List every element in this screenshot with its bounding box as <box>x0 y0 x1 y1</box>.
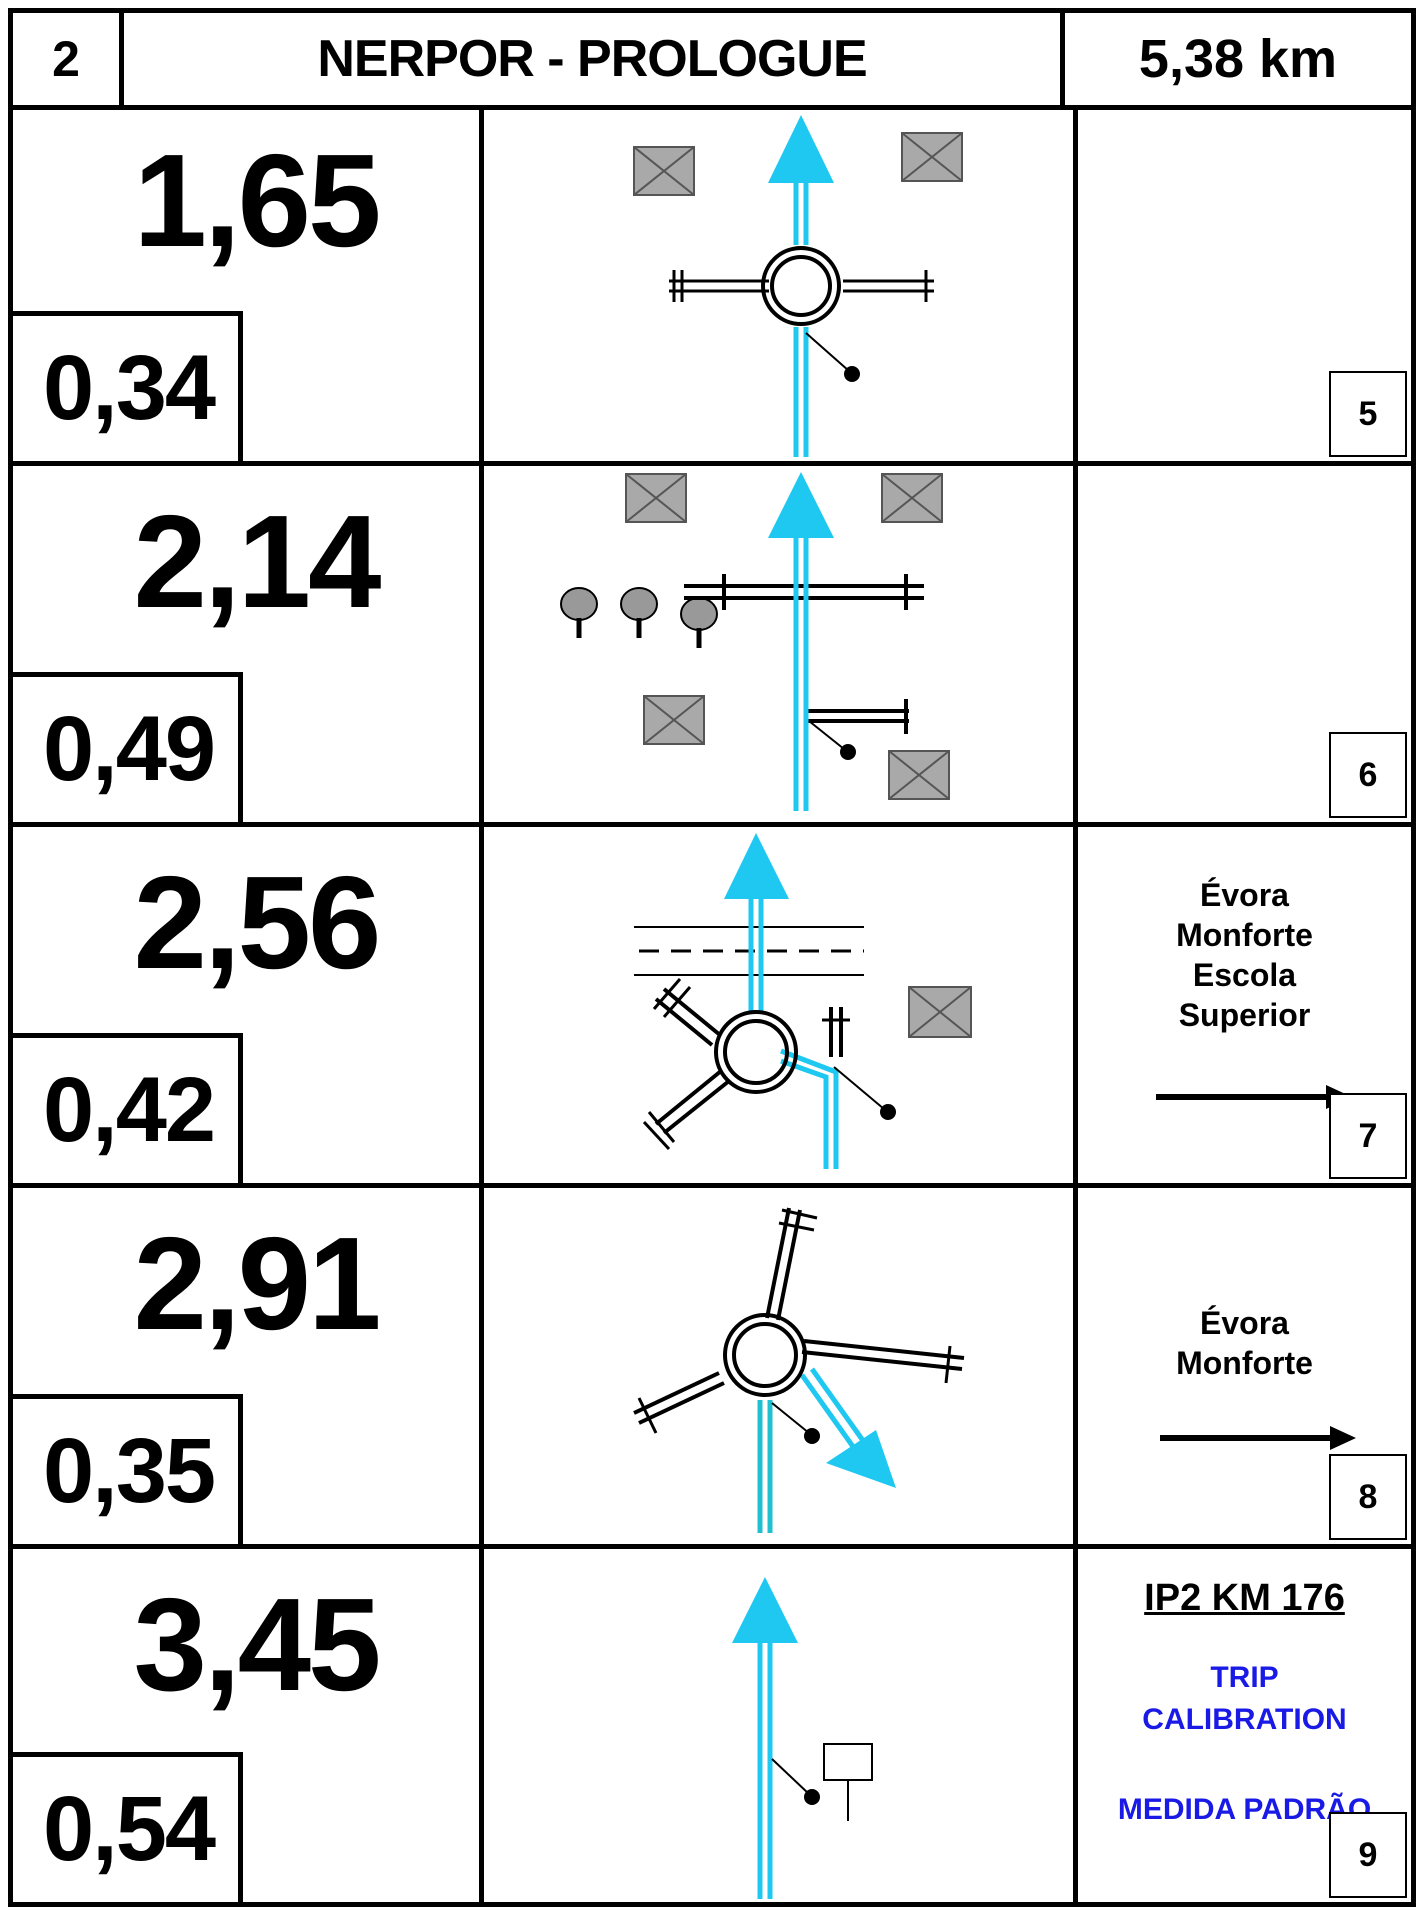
reference-pointer <box>771 1402 810 1434</box>
right-arrow-icon <box>1156 1085 1352 1109</box>
distance-cell: 2,91 0,35 <box>13 1188 484 1544</box>
info-cell: 5 <box>1078 105 1411 461</box>
building-icon <box>625 473 687 523</box>
route-line <box>748 887 839 1169</box>
info-line: Escola <box>1192 957 1297 993</box>
right-arrow-icon <box>1160 1426 1356 1450</box>
info-cell: Évora Monforte Escola Superior 7 <box>1078 827 1411 1183</box>
box-number: 9 <box>1329 1812 1407 1898</box>
roadbook-row: 2,14 0,49 <box>8 466 1416 827</box>
route-line <box>793 165 809 457</box>
distance-cell: 2,56 0,42 <box>13 827 484 1183</box>
tulip-diagram <box>484 1549 1078 1902</box>
roundabout <box>714 1010 798 1094</box>
route-line <box>757 1639 773 1899</box>
info-line: Monforte <box>1176 1345 1313 1381</box>
cross-road <box>684 574 924 734</box>
reference-pointer <box>805 332 850 372</box>
roundabout <box>723 1313 807 1397</box>
info-cell: 6 <box>1078 466 1411 822</box>
distance-cell: 1,65 0,34 <box>13 105 484 461</box>
direction-arrow <box>826 1430 896 1488</box>
roundabout <box>761 246 841 326</box>
info-line: Superior <box>1178 997 1311 1033</box>
side-road <box>642 978 850 1151</box>
reference-dot <box>844 366 860 382</box>
reference-dot <box>880 1104 896 1120</box>
roadbook-row: 3,45 0,54 IP2 KM 176 <box>8 1549 1416 1907</box>
partial-distance: 0,34 <box>13 311 243 461</box>
stage-distance: 5,38 km <box>1138 29 1338 89</box>
info-cell: IP2 KM 176 TRIP CALIBRATION MEDIDA PADRÃ… <box>1078 1549 1411 1902</box>
roadbook-row: 2,56 0,42 <box>8 827 1416 1188</box>
info-cell: Évora Monforte 8 <box>1078 1188 1411 1544</box>
building-icon <box>888 750 950 800</box>
calibration-info: TRIP CALIBRATION <box>1078 1657 1411 1741</box>
tulip-diagram <box>484 466 1078 822</box>
box-number: 6 <box>1329 732 1407 818</box>
info-line: Évora <box>1200 1305 1289 1341</box>
side-road <box>633 1207 965 1434</box>
partial-distance: 0,54 <box>13 1752 243 1902</box>
direction-arrow <box>768 115 834 183</box>
total-distance: 1,65 <box>133 127 382 274</box>
partial-distance: 0,42 <box>13 1033 243 1183</box>
building-icon <box>908 986 972 1038</box>
route-line <box>757 1400 773 1533</box>
direction-arrow <box>732 1577 798 1643</box>
tulip-diagram <box>484 1188 1078 1544</box>
roadbook-rows: 1,65 0,34 <box>8 105 1416 1907</box>
total-distance: 2,91 <box>133 1210 382 1357</box>
box-number: 8 <box>1329 1454 1407 1540</box>
box-number: 7 <box>1329 1093 1407 1179</box>
reference-dot <box>804 1428 820 1444</box>
side-road <box>669 270 934 302</box>
calibration-info-pt: MEDIDA PADRÃO <box>1117 1793 1372 1826</box>
info-line: Monforte <box>1176 917 1313 953</box>
info-line: CALIBRATION <box>1142 1703 1347 1736</box>
total-distance: 3,45 <box>133 1571 382 1718</box>
building-icon <box>901 132 963 182</box>
direction-info: Évora Monforte <box>1078 1303 1411 1383</box>
partial-distance: 0,35 <box>13 1394 243 1544</box>
building-icon <box>881 473 943 523</box>
reference-pointer <box>833 1066 885 1110</box>
roundabout-left-diagram <box>634 833 972 1169</box>
sign-icon <box>823 1743 873 1821</box>
reference-pointer <box>771 1758 810 1795</box>
straight-sign-diagram <box>732 1577 873 1899</box>
tulip-diagram <box>484 105 1078 461</box>
direction-arrow <box>724 833 789 899</box>
info-line: TRIP <box>1210 1661 1279 1694</box>
distance-cell: 3,45 0,54 <box>13 1549 484 1902</box>
stage-number: 2 <box>13 13 124 105</box>
info-line: Évora <box>1200 877 1289 913</box>
roadbook-row: 2,91 0,35 <box>8 1188 1416 1549</box>
total-distance: 2,14 <box>133 488 382 635</box>
partial-distance: 0,49 <box>13 672 243 822</box>
tulip-diagram <box>484 827 1078 1183</box>
roundabout-right-diagram <box>633 1207 965 1533</box>
road-reference: IP2 KM 176 <box>1144 1577 1345 1619</box>
route-line <box>793 526 809 811</box>
roundabout-straight-diagram <box>633 115 963 457</box>
reference-pointer <box>808 720 845 750</box>
reference-dot <box>840 744 856 760</box>
stage-title: NERPOR - PROLOGUE <box>124 13 1065 105</box>
roadbook-row: 1,65 0,34 <box>8 105 1416 466</box>
roadbook-header: 2 NERPOR - PROLOGUE 5,38 km <box>8 8 1416 110</box>
total-distance: 2,56 <box>133 849 382 996</box>
direction-arrow <box>768 472 834 538</box>
building-icon <box>633 146 695 196</box>
reference-dot <box>804 1789 820 1805</box>
building-icon <box>643 695 705 745</box>
crossroads-diagram <box>560 472 950 811</box>
direction-info: Évora Monforte Escola Superior <box>1078 875 1411 1035</box>
distance-cell: 2,14 0,49 <box>13 466 484 822</box>
tree-icon <box>560 587 718 648</box>
box-number: 5 <box>1329 371 1407 457</box>
route-line <box>799 1367 867 1450</box>
